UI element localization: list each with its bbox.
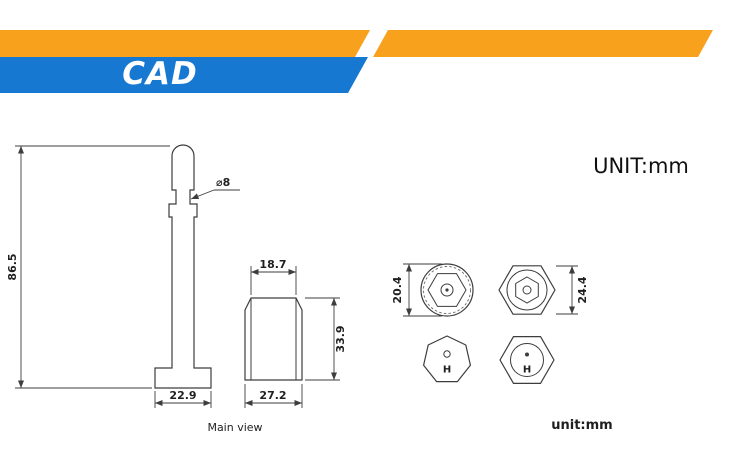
dim-overall-height-label: 86.5 xyxy=(6,253,19,280)
dimension-head-view-height: 20.4 xyxy=(391,263,442,317)
dim-head-view-height-label: 20.4 xyxy=(391,276,404,303)
dimension-cap-top-width: 18.7 xyxy=(250,258,297,295)
banner-orange-left-stripe xyxy=(0,30,370,57)
unit-note-bottom: unit:mm xyxy=(551,418,612,433)
unit-note-top: UNIT:mm xyxy=(593,154,689,178)
dimension-overall-height: 86.5 xyxy=(6,145,170,389)
cap-outline xyxy=(244,297,303,381)
brand-logo-text: CAD xyxy=(122,56,198,92)
dimension-cap-view-height: 24.4 xyxy=(556,265,589,315)
head-bottom-view: H xyxy=(423,335,471,383)
cap-side-view xyxy=(244,297,303,381)
dim-cap-height-label: 33.9 xyxy=(334,325,347,352)
dim-cap-view-height-label: 24.4 xyxy=(576,276,589,303)
cap-bottom-view: H xyxy=(499,336,555,384)
dim-cap-width-label: 27.2 xyxy=(259,389,286,402)
dimension-pin-diameter: ⌀8 xyxy=(190,176,240,200)
head-top-view xyxy=(420,263,474,317)
head-bottom-h-mark: H xyxy=(443,365,451,376)
dim-base-width-label: 22.9 xyxy=(169,389,196,402)
cap-bottom-h-mark: H xyxy=(523,365,531,376)
bolt-outline xyxy=(154,144,212,389)
banner-orange-right-stripe xyxy=(373,30,713,57)
cap-top-view xyxy=(498,265,556,315)
dim-cap-top-width-label: 18.7 xyxy=(259,258,286,271)
technical-drawing: UNIT:mm 86.5 ⌀8 22.9 Main view xyxy=(6,144,689,434)
dimension-base-width: 22.9 xyxy=(154,389,212,408)
dimension-cap-height: 33.9 xyxy=(305,297,347,381)
dimension-cap-width: 27.2 xyxy=(244,384,303,408)
bolt-side-view xyxy=(154,144,212,389)
dim-pin-diameter-label: ⌀8 xyxy=(216,176,230,189)
main-view-caption: Main view xyxy=(207,421,262,434)
